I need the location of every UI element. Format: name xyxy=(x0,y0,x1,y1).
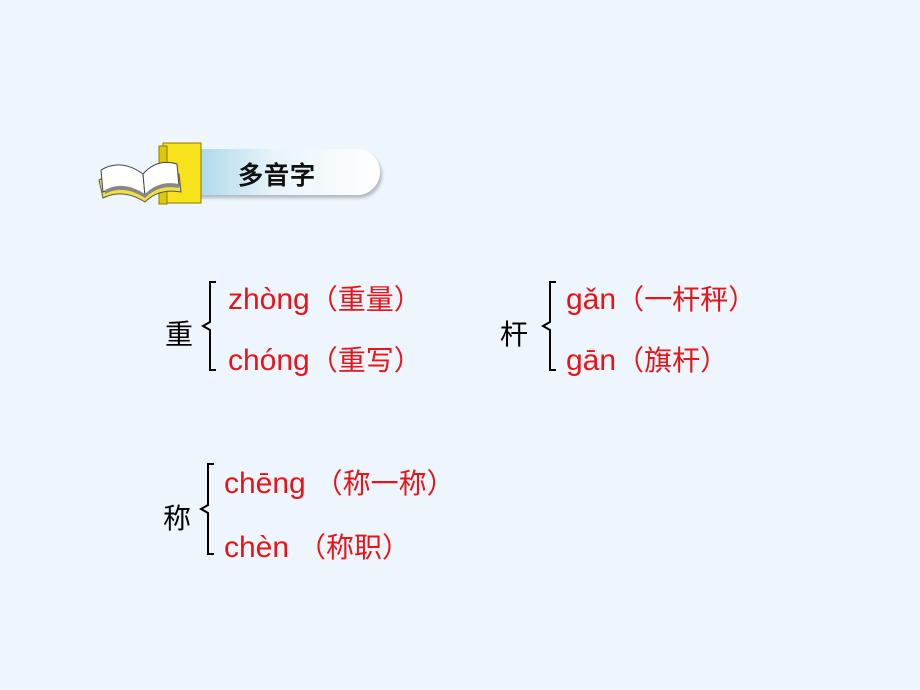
pinyin: chóng xyxy=(228,344,310,377)
reading-line: chèn （称职） xyxy=(224,526,410,566)
pinyin: chèn xyxy=(224,531,290,564)
pinyin: gǎn xyxy=(566,283,617,316)
pinyin: zhòng xyxy=(228,283,310,316)
reading-line: gǎn（一杆秤） xyxy=(566,278,756,318)
brace-icon xyxy=(540,281,556,371)
reading-line: chēng （称一称） xyxy=(224,462,455,502)
reading-line: chóng（重写） xyxy=(228,339,422,379)
character-cheng: 称 xyxy=(163,502,192,535)
example: （称职） xyxy=(289,531,410,564)
pinyin: gān xyxy=(566,344,617,377)
book-icon xyxy=(98,142,202,205)
example: （重写） xyxy=(309,344,422,377)
reading-line: gān（旗杆） xyxy=(566,339,728,379)
banner-title: 多音字 xyxy=(238,161,317,190)
example: （重量） xyxy=(309,283,422,316)
reading-line: zhòng（重量） xyxy=(228,278,422,318)
character-zhong: 重 xyxy=(165,318,194,351)
pinyin: chēng xyxy=(224,467,306,500)
example: （一杆秤） xyxy=(616,283,757,316)
brace-icon xyxy=(198,463,214,555)
example: （旗杆） xyxy=(616,344,729,377)
brace-icon xyxy=(200,281,216,371)
example: （称一称） xyxy=(305,467,455,500)
section-banner xyxy=(190,149,380,195)
character-gan: 杆 xyxy=(500,318,529,351)
